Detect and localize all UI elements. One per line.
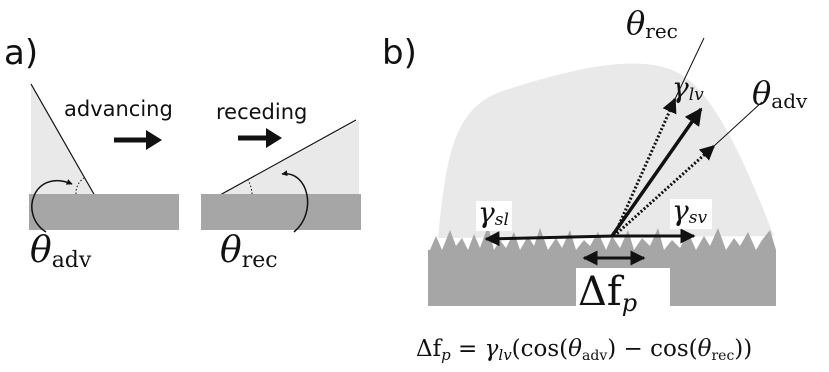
advancing-angle-arc <box>75 177 85 195</box>
gamma-lv-arrow <box>610 107 703 238</box>
receding-direction-arrow <box>238 128 282 148</box>
gamma-sl-label: γsl <box>478 196 509 230</box>
advancing-direction-arrow <box>114 130 162 150</box>
advancing-substrate <box>29 194 179 230</box>
sessile-drop <box>438 63 774 238</box>
theta-rec-extension-line <box>674 37 705 100</box>
gamma-sl-label-box <box>476 201 512 231</box>
theta-rec-direction-line <box>612 97 677 237</box>
receding-pointer-curve <box>281 170 309 233</box>
advancing-contact-line <box>30 83 96 197</box>
panel-b-label: b) <box>382 33 417 73</box>
gamma-sv-label-box <box>670 199 712 229</box>
delta-fp-label-box <box>576 268 670 316</box>
receding-contact-line <box>219 119 357 196</box>
receding-substrate <box>201 194 361 230</box>
advancing-label: advancing <box>64 97 173 121</box>
receding-angle-arc <box>247 179 253 195</box>
theta-adv-extension-line <box>713 101 763 147</box>
theta-adv-label-b: θadv <box>752 74 808 113</box>
gamma-sl-arrow <box>484 231 615 247</box>
theta-rec-label-a: θrec <box>220 230 278 273</box>
theta-adv-label-a: θadv <box>30 230 92 273</box>
receding-label: receding <box>216 100 307 124</box>
delta-fp-label: Δfp <box>578 269 637 317</box>
gamma-lv-label: γlv <box>672 71 704 105</box>
advancing-pointer-curve <box>31 179 73 233</box>
pinning-force-equation: Δfp = γlv(cos(θadv) − cos(θrec)) <box>416 336 752 364</box>
panel-a-label: a) <box>4 33 38 73</box>
gamma-sv-label: γsv <box>672 194 707 228</box>
theta-adv-direction-line <box>612 144 716 238</box>
theta-rec-label-b: θrec <box>626 4 678 43</box>
